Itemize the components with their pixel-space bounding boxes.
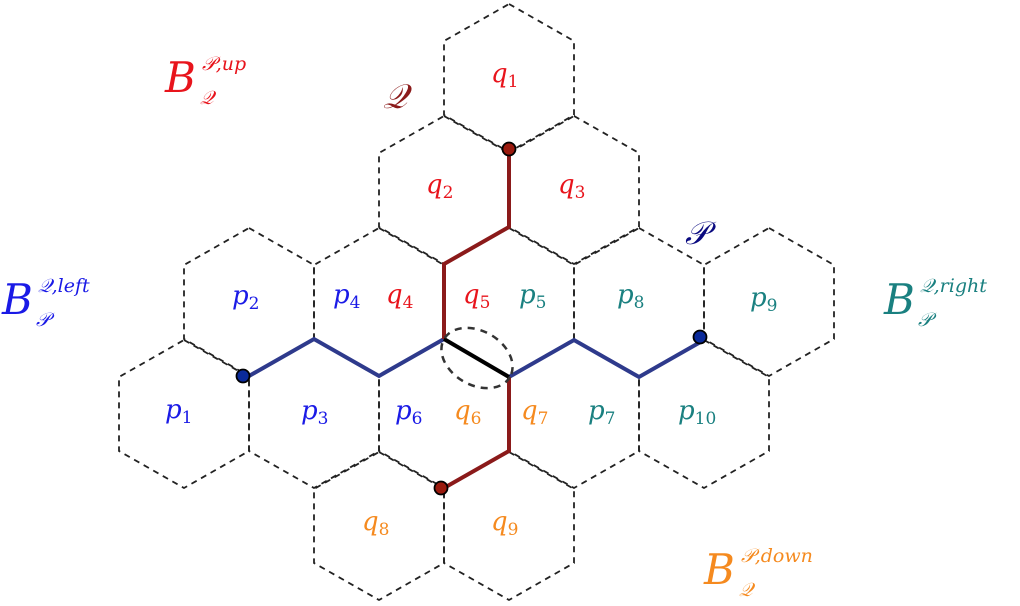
p-boundary-path-left [248,336,445,379]
cell-labels: q1 q2 q3 p2 p4 q4 q5 p5 p8 p9 p1 p3 p6 q… [165,59,777,540]
boundary-label-right: B 𝒬,right 𝒫 [883,275,987,331]
label-q1: q1 [491,59,518,92]
hex-p1 [118,338,250,490]
q-path-endpoint-bottom [433,480,449,496]
set-label-P: 𝒫 [685,214,717,252]
svg-text:B: B [703,545,735,594]
label-q2: q2 [426,170,453,203]
label-q6: q6 [454,396,481,429]
label-p9: p9 [750,283,777,316]
label-q7: q7 [521,396,548,429]
p-path-endpoint-left [235,368,251,384]
boundary-label-left: B 𝒬,left 𝒫 [1,275,90,331]
hex-q3 [508,114,640,266]
hex-p3 [248,338,380,490]
svg-text:𝒫: 𝒫 [918,309,937,331]
p-path-endpoint-right [692,329,708,345]
svg-text:𝒫,up: 𝒫,up [202,53,246,75]
label-q4: q4 [386,280,413,313]
q-boundary-path-down [443,377,511,490]
svg-text:𝒬,left: 𝒬,left [38,275,90,297]
label-q8: q8 [362,507,389,540]
svg-text:𝒬: 𝒬 [200,87,217,109]
contested-edge [442,337,511,379]
svg-text:𝒬: 𝒬 [739,579,756,601]
svg-text:𝒫: 𝒫 [36,309,55,331]
svg-text:B: B [883,275,915,324]
label-p10: p10 [678,396,716,429]
svg-text:𝒬,right: 𝒬,right [920,275,987,297]
label-q9: q9 [491,507,518,540]
hex-q7-p7 [508,338,640,490]
set-label-Q: 𝒬 [383,77,413,117]
p-boundary-path-right [508,337,705,380]
hex-p9 [703,226,835,378]
label-q3: q3 [558,170,585,203]
q-path-endpoint-top [501,141,517,157]
svg-text:B: B [164,53,196,102]
boundary-label-up: B 𝒫,up 𝒬 [164,53,246,109]
label-p7: p7 [588,396,615,429]
label-p5: p5 [519,280,546,313]
label-q5: q5 [463,280,490,313]
label-p3: p3 [301,396,328,429]
label-p2: p2 [232,281,259,314]
contested-edge-highlight-ellipse [440,326,514,390]
label-p6: p6 [395,396,422,429]
label-p4: p4 [333,280,360,313]
hex-p10 [638,338,770,490]
hex-q9 [443,450,575,602]
q-boundary-path-up [442,152,511,339]
svg-text:𝒫,down: 𝒫,down [741,545,813,567]
label-p1: p1 [165,395,192,428]
boundary-label-down: B 𝒫,down 𝒬 [703,545,813,601]
svg-text:B: B [1,275,33,324]
hex-q8 [313,450,445,602]
label-p8: p8 [617,280,644,313]
